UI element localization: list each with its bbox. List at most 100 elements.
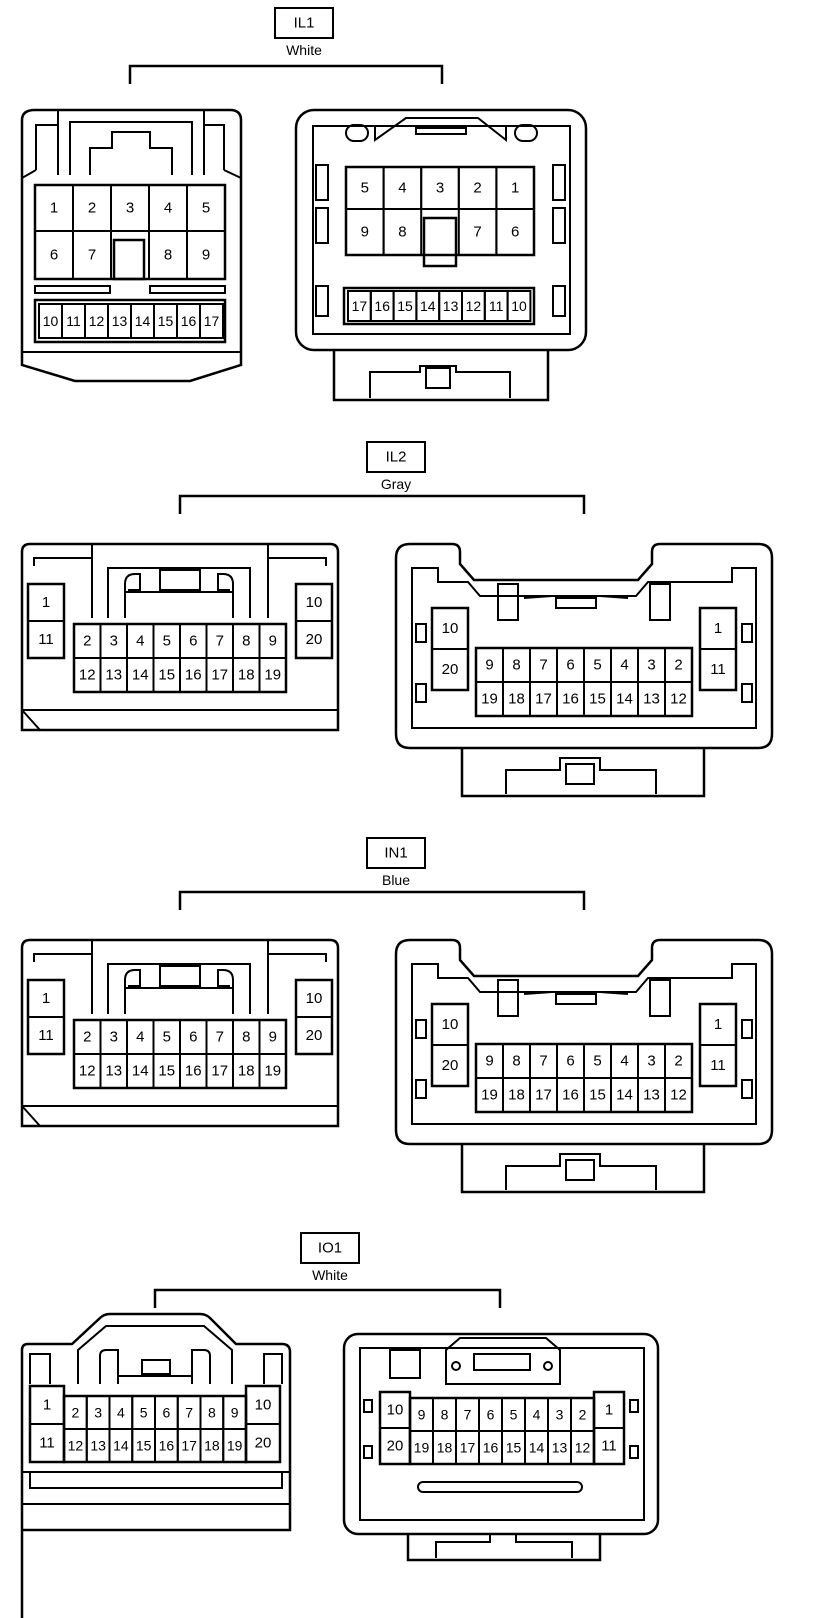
pin-number: 15 xyxy=(158,313,174,329)
pin-number: 2 xyxy=(473,180,481,197)
connector-outline xyxy=(159,965,201,987)
pin-number: 17 xyxy=(211,1063,228,1080)
pin-number: 5 xyxy=(163,1029,171,1046)
connector-id-box xyxy=(300,1232,360,1264)
connector-outline xyxy=(359,1347,645,1521)
connector-outline xyxy=(741,1079,753,1099)
pin-number: 15 xyxy=(589,1087,606,1104)
pin-number: 20 xyxy=(306,631,323,648)
pin-number: 5 xyxy=(163,633,171,650)
connector-outline xyxy=(552,207,566,244)
pin-number: 15 xyxy=(158,1063,175,1080)
connector-outline xyxy=(20,938,340,1128)
pin-cavity xyxy=(27,620,65,659)
pin-number: 10 xyxy=(511,298,527,314)
connector-outline xyxy=(33,298,227,344)
pin-number: 3 xyxy=(110,633,118,650)
connector-outline xyxy=(21,169,242,179)
connector-outline xyxy=(374,117,507,143)
pin-number: 15 xyxy=(397,298,413,314)
pin-number: 11 xyxy=(710,1057,726,1074)
pin-number: 7 xyxy=(88,247,96,264)
connector-outline xyxy=(22,1471,290,1505)
connector-outline xyxy=(124,969,141,1014)
pin-number: 7 xyxy=(473,224,481,241)
pin-number: 16 xyxy=(483,1440,499,1456)
pin-cavity xyxy=(186,230,226,280)
connector-outline xyxy=(217,573,234,618)
connector-outline xyxy=(473,1353,531,1371)
pin-cavity xyxy=(258,1053,287,1089)
connector-outline xyxy=(565,1159,595,1181)
connector-id-box xyxy=(366,837,426,869)
pin-number: 5 xyxy=(510,1407,518,1423)
pin-number: 8 xyxy=(512,657,520,674)
connector-outline xyxy=(57,111,205,175)
pin-number: 1 xyxy=(42,990,50,1007)
pin-number: 3 xyxy=(647,1053,655,1070)
connector-outline xyxy=(649,583,671,621)
pin-number: 2 xyxy=(83,633,91,650)
connector-outline xyxy=(411,963,757,1125)
pin-number: 14 xyxy=(529,1440,545,1456)
connector-outline xyxy=(394,938,774,1146)
pin-cavity xyxy=(27,1016,65,1055)
pin-number: 19 xyxy=(264,1063,281,1080)
connector-outline xyxy=(514,124,538,142)
connector-bracket xyxy=(153,1288,502,1308)
pin-number: 8 xyxy=(512,1053,520,1070)
connector-outline xyxy=(523,595,629,599)
pin-number: 4 xyxy=(398,180,406,197)
pin-number: 1 xyxy=(50,200,58,217)
connector-outline xyxy=(415,623,427,643)
connector-outline xyxy=(20,1312,292,1618)
pin-number: 17 xyxy=(181,1438,197,1454)
pin-number: 2 xyxy=(88,200,96,217)
pin-number: 4 xyxy=(117,1405,125,1421)
pin-number: 17 xyxy=(460,1440,476,1456)
pin-number: 8 xyxy=(242,633,250,650)
pin-number: 15 xyxy=(589,691,606,708)
connector-outline xyxy=(629,1445,639,1459)
pin-number: 13 xyxy=(105,667,122,684)
connector-outline xyxy=(741,623,753,643)
pin-number: 2 xyxy=(674,657,682,674)
pin-number: 4 xyxy=(620,1053,628,1070)
pin-number: 2 xyxy=(579,1407,587,1423)
pin-cavity xyxy=(295,620,333,659)
pin-number: 18 xyxy=(437,1440,453,1456)
connector-id-box xyxy=(366,441,426,473)
pin-number: 14 xyxy=(616,1087,633,1104)
pin-number: 16 xyxy=(562,1087,579,1104)
pin-number: 1 xyxy=(714,1016,722,1033)
pin-number: 17 xyxy=(352,298,368,314)
pin-number: 16 xyxy=(185,667,202,684)
connector-outline xyxy=(294,108,588,352)
connector-outline xyxy=(552,164,566,201)
pin-number: 9 xyxy=(485,657,493,674)
pin-number: 9 xyxy=(269,633,277,650)
connector-outline xyxy=(417,1481,583,1493)
connector-bracket xyxy=(128,64,444,84)
pin-number: 2 xyxy=(71,1405,79,1421)
pin-number: 15 xyxy=(506,1440,522,1456)
connector-outline xyxy=(415,1079,427,1099)
connector-outline xyxy=(332,350,550,402)
connector-id: IL2 xyxy=(386,449,407,466)
connector-outline xyxy=(555,597,597,609)
pin-cavity xyxy=(431,648,469,691)
pin-number: 12 xyxy=(79,667,96,684)
pin-number: 4 xyxy=(533,1407,541,1423)
pin-number: 7 xyxy=(216,1029,224,1046)
connector-outline xyxy=(411,567,757,729)
pin-number: 10 xyxy=(306,990,323,1007)
connector-latch-hole xyxy=(543,1361,553,1371)
pin-number: 1 xyxy=(511,180,519,197)
pin-number: 1 xyxy=(605,1402,613,1419)
pin-number: 17 xyxy=(211,667,228,684)
